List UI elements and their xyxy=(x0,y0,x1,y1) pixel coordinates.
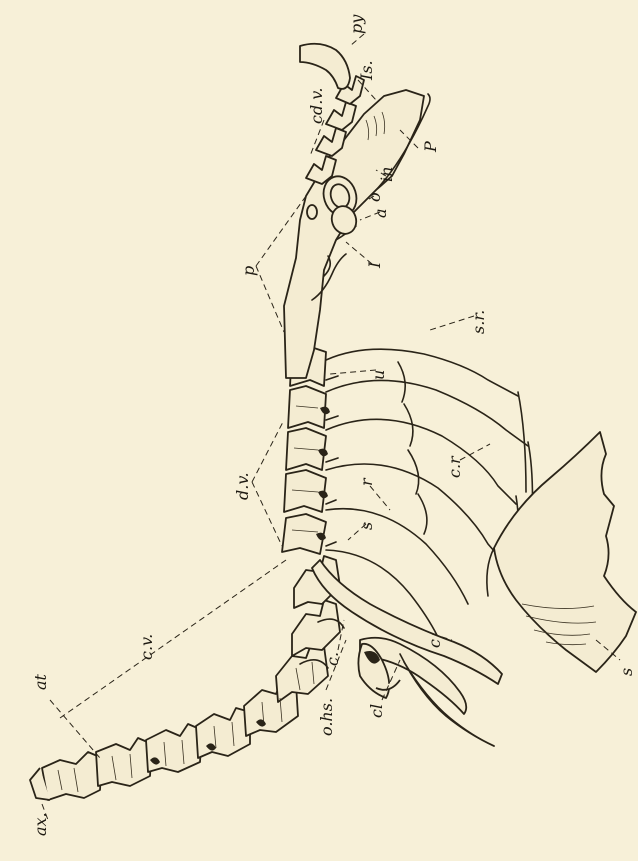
label-s-small: s xyxy=(357,522,376,530)
label-cl: cl xyxy=(367,704,386,718)
label-ax: ax. xyxy=(31,812,50,836)
label-ohs: o.hs. xyxy=(317,698,336,736)
label-cr: c.r xyxy=(445,455,464,478)
label-c-lower: c xyxy=(425,639,444,648)
label-sr: s.r. xyxy=(469,310,488,334)
label-u: u xyxy=(369,370,388,380)
label-P: P xyxy=(421,141,440,153)
label-in: in xyxy=(377,167,396,182)
label-Is: Is. xyxy=(357,60,376,81)
label-at: at xyxy=(31,673,50,690)
label-s: s xyxy=(617,668,636,676)
label-dv: d.v. xyxy=(233,472,252,500)
label-cv: c.v. xyxy=(137,634,156,660)
label-I: I xyxy=(365,261,384,269)
label-r: r xyxy=(357,477,376,486)
label-p: p xyxy=(239,266,258,276)
label-a: a xyxy=(371,208,390,218)
label-o: o xyxy=(365,192,384,202)
label-c: c. xyxy=(323,652,342,666)
label-cdv: cd.v. xyxy=(307,87,326,124)
label-py: py xyxy=(347,14,366,34)
